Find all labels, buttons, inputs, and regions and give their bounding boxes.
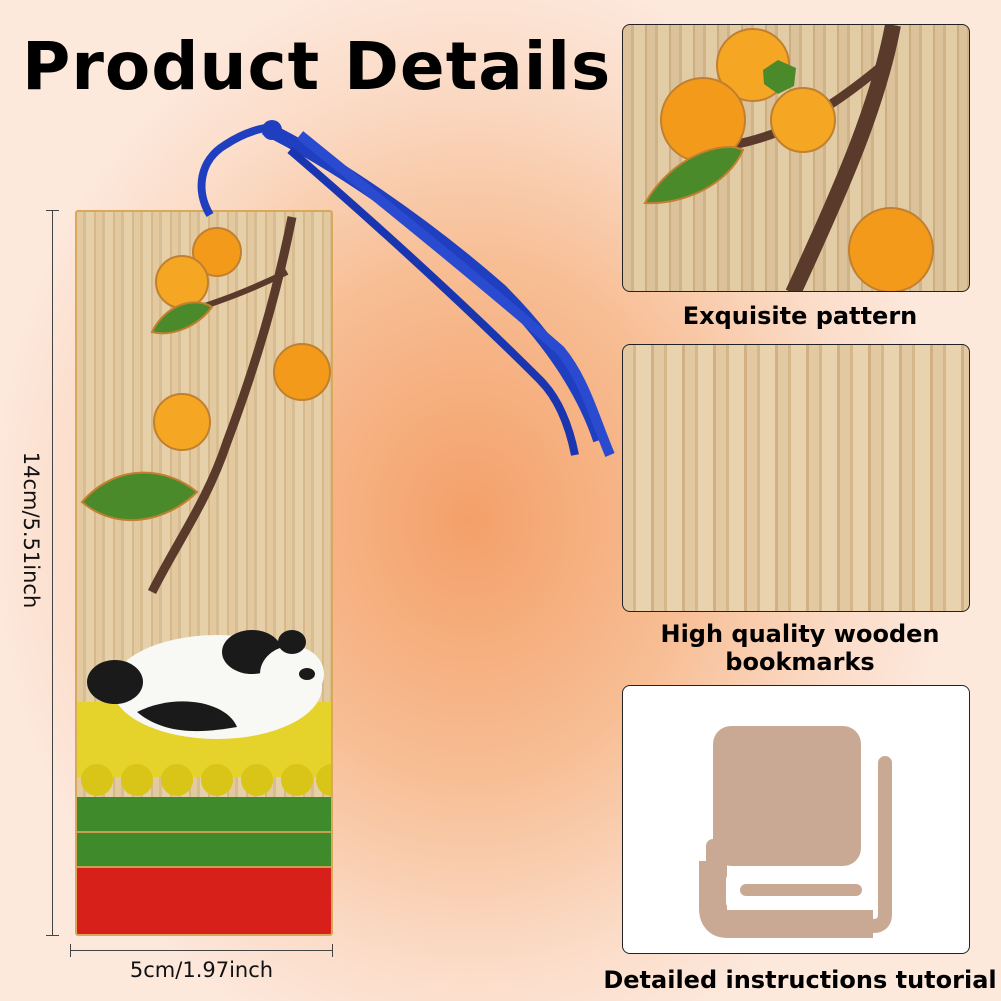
feature-caption: Detailed instructions tutorial: [603, 966, 997, 994]
tutorial-panel: [622, 685, 970, 954]
pattern-closeup-image: [622, 24, 970, 292]
book-icon: [699, 726, 892, 938]
width-dimension-line: [70, 944, 333, 957]
page-title: Product Details: [22, 28, 612, 105]
wood-closeup-image: [622, 344, 970, 612]
width-label: 5cm/1.97inch: [129, 958, 274, 982]
feature-caption: Exquisite pattern: [682, 302, 918, 330]
height-label: 14cm/5.51inch: [19, 451, 43, 609]
height-dimension-line: [46, 210, 59, 936]
feature-caption: High quality wooden: [660, 620, 940, 648]
feature-caption: bookmarks: [725, 648, 875, 676]
bookmark-image: [75, 210, 333, 936]
